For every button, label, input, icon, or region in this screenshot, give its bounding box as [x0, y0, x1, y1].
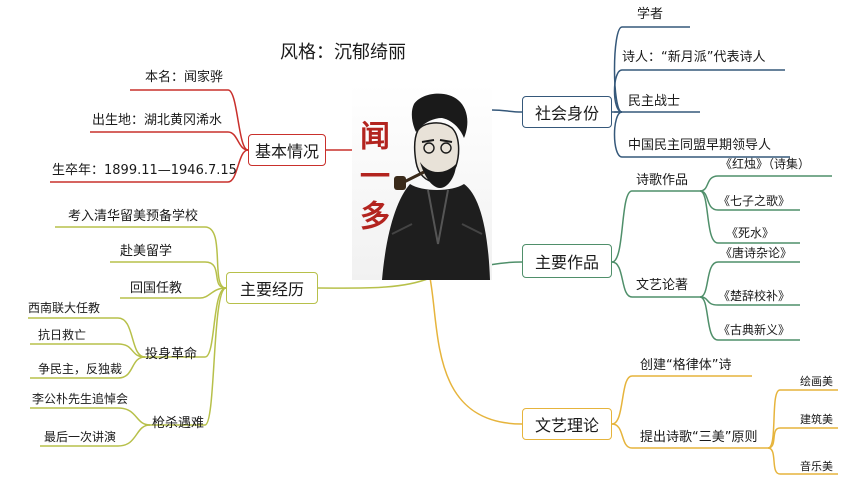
node-theory[interactable]: 文艺理论 [522, 408, 612, 440]
theory-gelu: 创建“格律体”诗 [640, 358, 732, 373]
node-experience-label: 主要经历 [239, 280, 304, 299]
exp-exam: 考入清华留美预备学校 [68, 209, 199, 224]
exp-rev-antijapan: 抗日救亡 [38, 328, 87, 342]
identity-scholar: 学者 [637, 7, 664, 22]
works-tangshi: 《唐诗杂论》 [720, 246, 793, 260]
identity-poet: 诗人：“新月派”代表诗人 [622, 50, 766, 65]
experience-connectors [28, 226, 431, 447]
basic-lifespan: 生卒年：1899.11—1946.7.15 [52, 163, 237, 178]
exp-rev-lianda: 西南联大任教 [28, 301, 101, 315]
node-basic[interactable]: 基本情况 [248, 134, 326, 166]
node-basic-label: 基本情况 [254, 142, 319, 161]
node-works-label: 主要作品 [534, 253, 599, 272]
exp-killed: 枪杀遇难 [152, 416, 205, 431]
node-identity[interactable]: 社会身份 [522, 96, 612, 128]
works-gudian: 《古典新义》 [718, 323, 791, 337]
works-hongzhu: 《红烛》（诗集） [720, 157, 811, 171]
theory-sanmei: 提出诗歌“三美”原则 [640, 430, 758, 445]
exp-revolution: 投身革命 [145, 347, 198, 362]
exp-killed-memorial: 李公朴先生追悼会 [32, 392, 129, 406]
works-poetry: 诗歌作品 [636, 173, 689, 188]
theory-connectors [429, 277, 838, 475]
basic-name: 本名：闻家骅 [145, 70, 224, 85]
works-chuci: 《楚辞校补》 [718, 289, 791, 303]
portrait-image [352, 84, 492, 280]
works-qizi: 《七子之歌》 [718, 194, 791, 208]
basic-birthplace: 出生地：湖北黄冈浠水 [92, 113, 223, 128]
theory-painting: 绘画美 [800, 375, 833, 388]
node-theory-label: 文艺理论 [534, 416, 599, 435]
works-sishui: 《死水》 [726, 226, 775, 240]
style-caption: 风格：沉郁绮丽 [280, 42, 406, 63]
node-works[interactable]: 主要作品 [522, 244, 612, 278]
identity-democrat: 民主战士 [628, 94, 681, 109]
basic-connectors [50, 89, 353, 183]
theory-music: 音乐美 [800, 460, 833, 473]
exp-abroad: 赴美留学 [120, 244, 173, 259]
node-experience[interactable]: 主要经历 [226, 272, 318, 304]
identity-connectors [491, 26, 790, 158]
exp-return: 回国任教 [130, 281, 183, 296]
identity-league: 中国民主同盟早期领导人 [628, 138, 772, 153]
exp-rev-democracy: 争民主，反独裁 [38, 362, 123, 376]
portrait-calligraphy: 闻一多 [354, 120, 389, 240]
exp-killed-speech: 最后一次讲演 [44, 430, 117, 444]
node-identity-label: 社会身份 [534, 104, 599, 123]
works-essays: 文艺论著 [636, 278, 689, 293]
theory-architecture: 建筑美 [800, 413, 833, 426]
